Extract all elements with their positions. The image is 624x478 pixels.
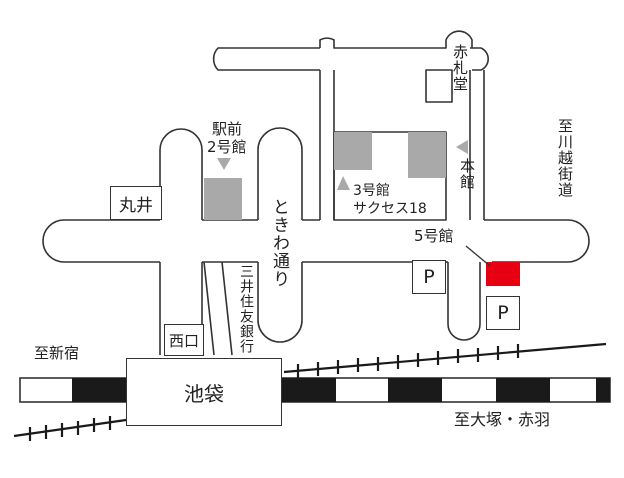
gogokan-leader-line — [465, 245, 491, 267]
road-vertical-center — [319, 70, 335, 220]
rail-hatch-upper-ties — [296, 344, 520, 378]
rail-dash-4 — [596, 378, 610, 402]
parking-sign-2: P — [486, 296, 520, 330]
sangokan-label-line1: 3号館 — [353, 183, 390, 199]
rail-dash-left — [72, 378, 126, 402]
ekimae2-label-line2: 2号館 — [207, 138, 247, 156]
rail-dash-2 — [388, 378, 442, 402]
rail-hatch-upper — [283, 342, 607, 374]
ikebukuro-station: 池袋 — [126, 358, 282, 426]
road-vertical-left — [159, 128, 203, 355]
road-middle-left-cap — [42, 219, 65, 263]
road-vertical-right — [469, 70, 485, 220]
triangle-honkan — [456, 140, 468, 154]
shikawagoe-label: 至川越街道 — [556, 118, 574, 198]
railway — [13, 342, 611, 441]
road-vertical-right-lower — [447, 262, 481, 341]
road-top — [319, 30, 473, 49]
block-akafudado — [425, 69, 453, 103]
shishinjuku-label: 至新宿 — [34, 344, 80, 362]
rail-hatch-lower-ties — [28, 416, 112, 441]
rail-dash-1 — [280, 378, 336, 402]
road-top-right — [472, 47, 489, 71]
triangle-sangokan — [337, 176, 350, 190]
akafudado-label: 赤札堂 — [451, 44, 469, 92]
rail-hatch-lower — [13, 418, 127, 438]
marui-label: 丸井 — [110, 186, 162, 220]
building-sangokan — [334, 132, 372, 170]
road-network — [42, 30, 590, 356]
honkan-label: 本館 — [458, 158, 476, 190]
road-tokiwa — [257, 127, 303, 343]
parking-sign-1: P — [412, 260, 446, 294]
gogokan-label: 5号館 — [414, 227, 454, 245]
mitsui-bank-label: 三井住友銀行 — [238, 264, 254, 354]
shiotsuka-label: 至大塚・赤羽 — [454, 410, 551, 429]
rail-dash-3 — [496, 378, 550, 402]
road-diagonal — [203, 261, 233, 356]
building-honkan — [408, 132, 446, 178]
building-ekimae2 — [204, 178, 242, 220]
sangokan-label-line2: サクセス18 — [353, 201, 427, 217]
triangle-ekimae2 — [217, 158, 231, 170]
road-middle-right-cap — [567, 219, 590, 263]
tokiwadori-label: ときわ通り — [269, 198, 289, 288]
road-top-left — [212, 47, 320, 71]
buildings — [204, 132, 446, 220]
nishiguchi-label: 西口 — [164, 324, 204, 356]
ekimae2-label-line1: 駅前 — [212, 120, 243, 138]
target-gogokan-marker — [486, 262, 520, 286]
triangle-markers — [217, 140, 468, 190]
